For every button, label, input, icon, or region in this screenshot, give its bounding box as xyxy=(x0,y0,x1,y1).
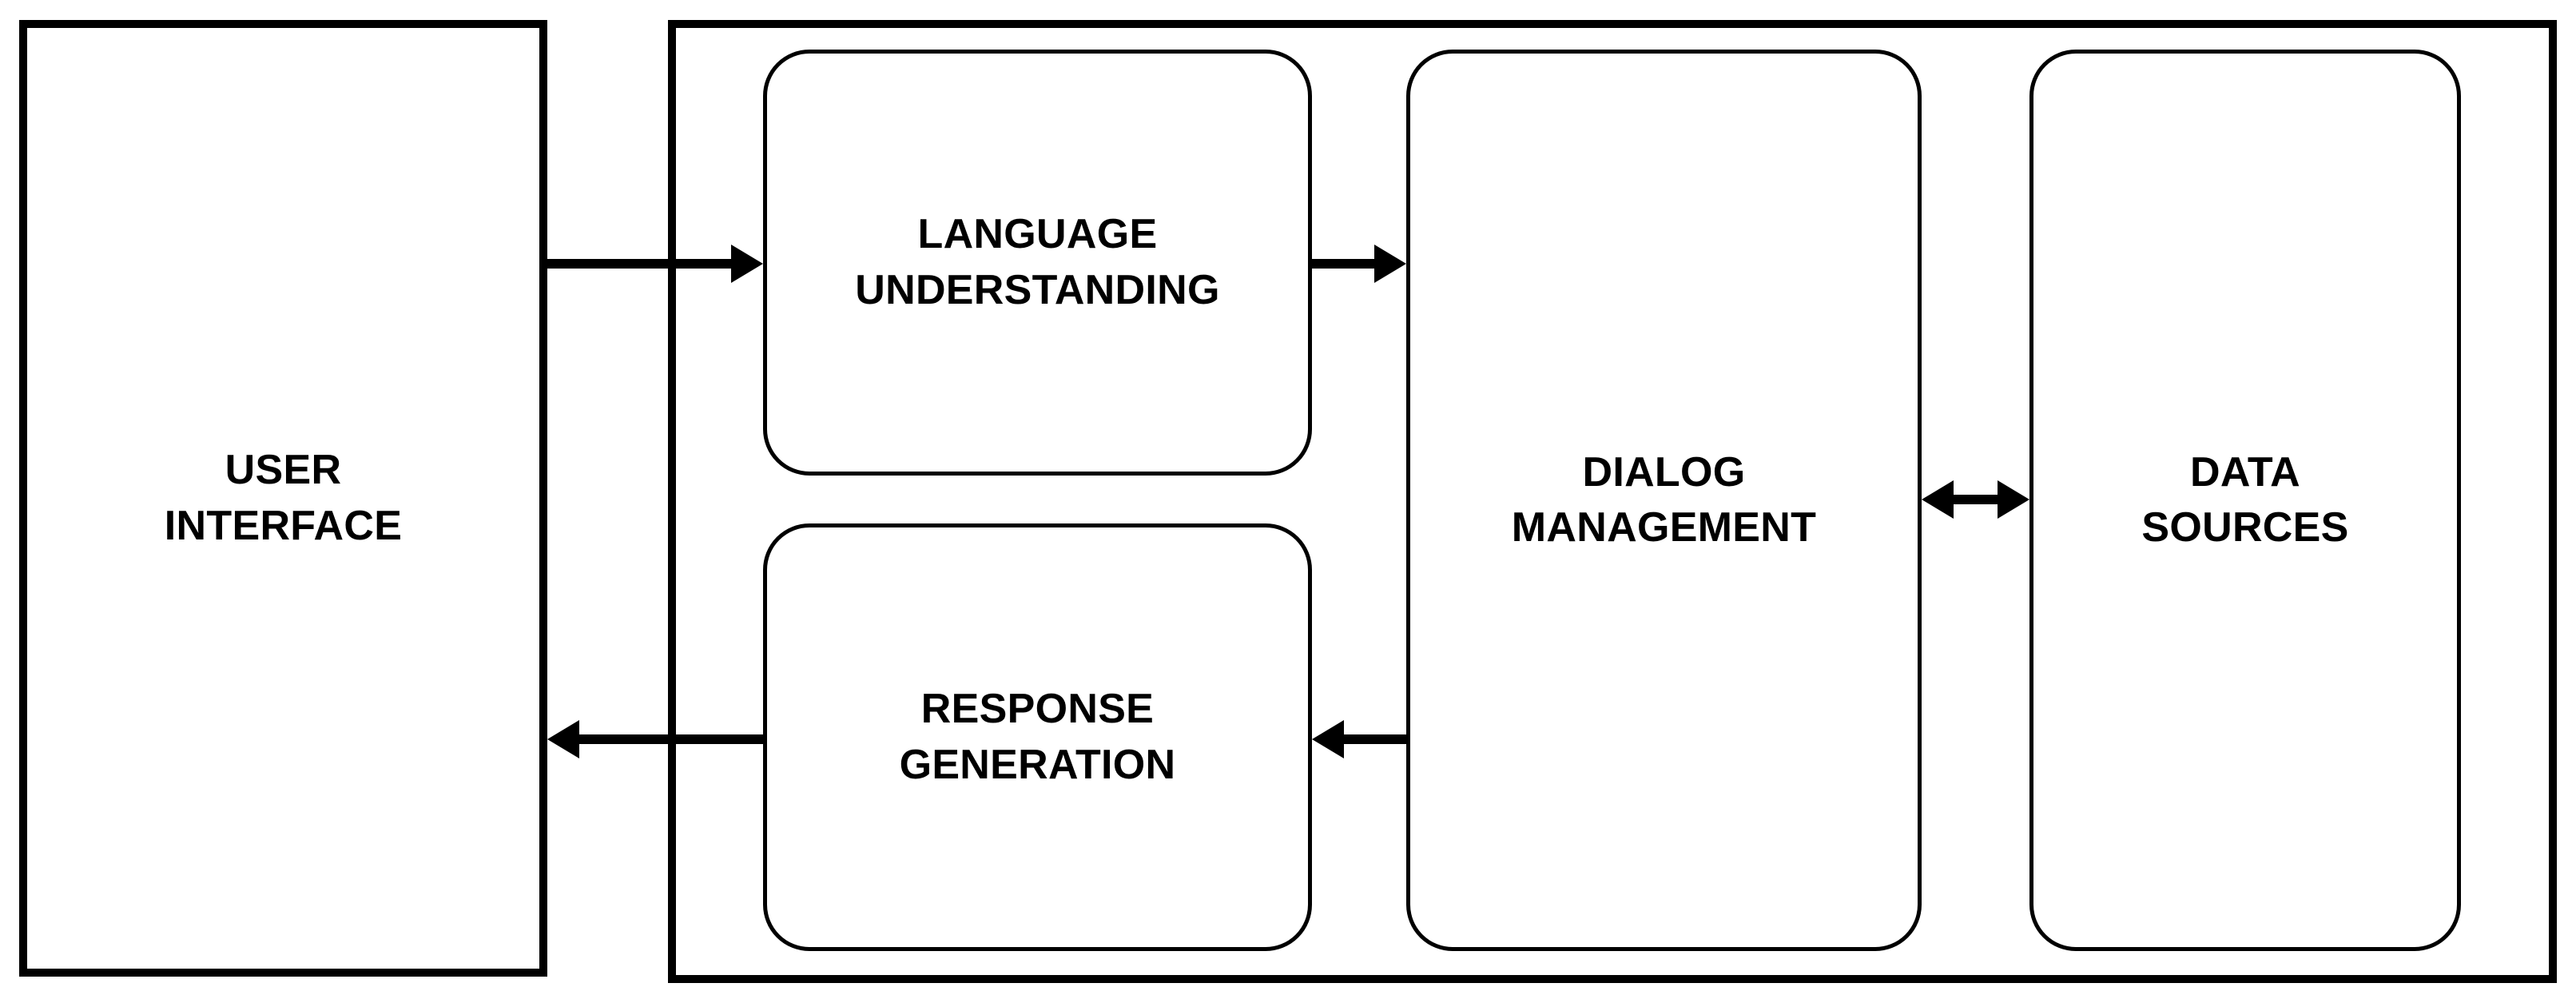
node-data-sources[interactable]: DATA SOURCES xyxy=(2029,50,2461,951)
node-label-data-sources: DATA SOURCES xyxy=(2141,448,2349,551)
node-language-understanding[interactable]: LANGUAGE UNDERSTANDING xyxy=(763,50,1312,476)
node-user-interface[interactable]: USER INTERFACE xyxy=(19,20,547,977)
connector-line xyxy=(1952,495,1999,504)
node-label-user-interface: USER INTERFACE xyxy=(164,447,403,549)
node-label-dialog-management: DIALOG MANAGEMENT xyxy=(1511,448,1817,551)
connector-line xyxy=(547,259,733,269)
node-label-response-generation: RESPONSE GENERATION xyxy=(899,686,1176,788)
arrow-head-left-icon xyxy=(1922,480,1954,519)
arrow-head-left-icon xyxy=(547,720,579,758)
node-label-language-understanding: LANGUAGE UNDERSTANDING xyxy=(855,211,1220,313)
arrow-head-left-icon xyxy=(1312,720,1344,758)
arrow-head-right-icon xyxy=(1998,480,2029,519)
arrow-head-right-icon xyxy=(731,245,763,283)
node-response-generation[interactable]: RESPONSE GENERATION xyxy=(763,523,1312,951)
connector-line xyxy=(1342,734,1406,744)
connector-line xyxy=(1312,259,1376,269)
connector-line xyxy=(578,734,763,744)
arrow-head-right-icon xyxy=(1374,245,1406,283)
node-dialog-management[interactable]: DIALOG MANAGEMENT xyxy=(1406,50,1922,951)
